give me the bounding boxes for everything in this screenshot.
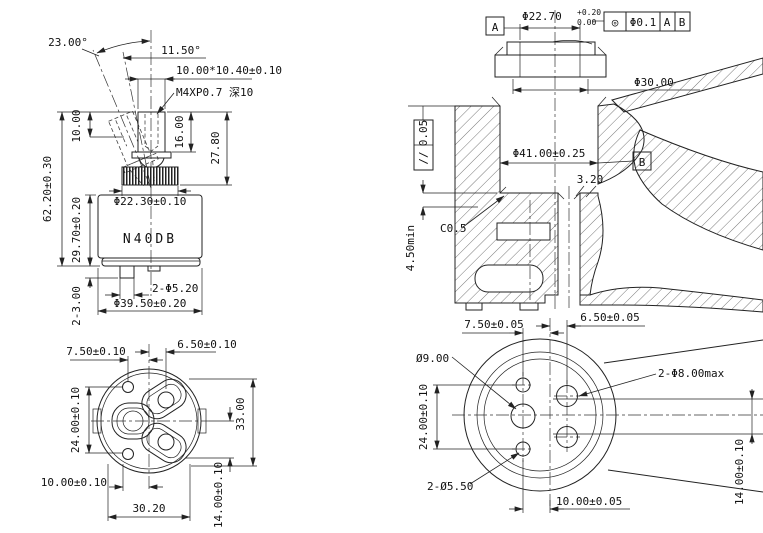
dim-pins: 2-Φ5.20 <box>152 282 198 295</box>
screw-upper <box>157 391 175 409</box>
screw-lower <box>157 433 175 451</box>
section-deck-band <box>611 57 763 113</box>
view-cartridge-bottom: 7.50±0.10 6.50±0.10 24.00±0.10 33.00 10.… <box>41 338 257 528</box>
section-center-rib <box>579 192 604 296</box>
dim-right-offset-b: 6.50±0.05 <box>580 311 640 324</box>
dim-center-offset: 10.00±0.10 <box>41 476 107 489</box>
thread-hole-bottom <box>144 145 159 152</box>
fcf-datum1: A <box>664 16 671 29</box>
dim-depth-min: 4.50min <box>404 225 417 271</box>
side-slot <box>496 222 551 241</box>
concentricity-icon: ◎ <box>612 16 619 29</box>
thread-note: M4XP0.7 深10 <box>176 86 253 99</box>
dim-hole-span: 24.00±0.10 <box>69 387 82 453</box>
parallelism-tol: 0.05 <box>417 120 430 147</box>
tol-upper: +0.20 <box>577 8 601 17</box>
body-extension-top <box>603 339 763 364</box>
fcf-datum2: B <box>679 16 686 29</box>
dim-body-height: 29.70±0.20 <box>70 197 83 263</box>
stem-outline <box>137 111 166 153</box>
parallelism-icon: // <box>417 151 430 164</box>
small-hole-bottom <box>122 448 134 460</box>
dim-pin-height: 2-3.00 <box>70 286 83 326</box>
foot-mid <box>519 302 539 311</box>
chamfer-note: C0.5 <box>440 222 467 235</box>
tol-lower: 0.00 <box>577 18 596 27</box>
dim-big-holes: 2-Φ8.00max <box>658 367 725 380</box>
dim-chamfer-w: 3.20 <box>577 173 604 186</box>
dim-center-offset-b: 10.00±0.05 <box>556 495 622 508</box>
hole-center-9mm <box>510 403 536 429</box>
dim-bore-top: Φ22.70 <box>522 10 562 23</box>
dim-stem-length: 16.00 <box>173 115 186 148</box>
view-cartridge-side: N40DB 23.00° 11.50° 10.00*10.40±0.10 M4X… <box>41 30 282 326</box>
datum-b-box <box>632 151 652 171</box>
datum-a-label: A <box>492 21 499 34</box>
dim-port-span: 14.00±0.10 <box>212 462 225 528</box>
dim-channel: 14.00±0.10 <box>733 439 746 505</box>
dim-height: 33.00 <box>234 397 247 430</box>
dim-angle-half: 11.50° <box>161 44 201 57</box>
dim-center-hole: Ø9.00 <box>416 352 449 365</box>
stem-flange <box>131 151 172 159</box>
inlet-port-oval <box>111 402 155 440</box>
neck-right <box>155 157 165 168</box>
view-housing-bottom: 7.50±0.05 6.50±0.05 Ø9.00 2-Φ8.00max 24.… <box>416 311 763 513</box>
alignment-pin <box>119 265 135 279</box>
dim-left-offset: 7.50±0.10 <box>66 345 126 358</box>
datum-b-label: B <box>639 156 646 169</box>
body-extension-bottom <box>607 469 763 493</box>
small-hole-top <box>122 381 134 393</box>
section-left-wall <box>454 105 559 304</box>
fcf-tolerance: Φ0.1 <box>630 16 657 29</box>
centerline-tilted-23deg <box>92 49 152 189</box>
lower-slot <box>474 264 544 293</box>
dim-angle-full: 23.00° <box>48 36 88 49</box>
dim-total-height: 62.20±0.30 <box>41 156 54 222</box>
dim-hole-span-b: 24.00±0.10 <box>417 384 430 450</box>
dim-stem-square: 10.00*10.40±0.10 <box>176 64 282 77</box>
cap-flange <box>494 54 607 78</box>
dim-width: 30.20 <box>132 502 165 515</box>
datum-a-box <box>485 16 505 36</box>
dim-body-dia: Φ39.50±0.20 <box>114 297 187 310</box>
view-housing-section: A Φ22.70 +0.20 0.00 ◎ Φ0.1 A B Φ30.00 0.… <box>404 8 763 313</box>
spline-band <box>121 166 179 186</box>
dim-small-holes: 2-Ø5.50 <box>427 480 473 493</box>
dim-right-offset: 6.50±0.10 <box>177 338 237 351</box>
alignment-pin-2 <box>147 265 161 272</box>
dim-stem-travel: 10.00 <box>70 109 83 142</box>
foot-left <box>465 302 483 311</box>
section-bottom-rim <box>579 286 763 313</box>
dim-spline-dia: Φ22.30±0.10 <box>114 195 187 208</box>
dim-left-offset-b: 7.50±0.05 <box>464 318 524 331</box>
section-outer-band <box>633 129 763 251</box>
dim-arc-23 <box>96 38 151 54</box>
dim-cavity-dia: Φ41.00±0.25 <box>513 147 586 160</box>
dim-head-height: 27.80 <box>209 131 222 164</box>
fcf-cell-datum2 <box>674 11 691 32</box>
part-label: N40DB <box>123 232 177 247</box>
centerline-tilted-11deg <box>122 51 152 189</box>
